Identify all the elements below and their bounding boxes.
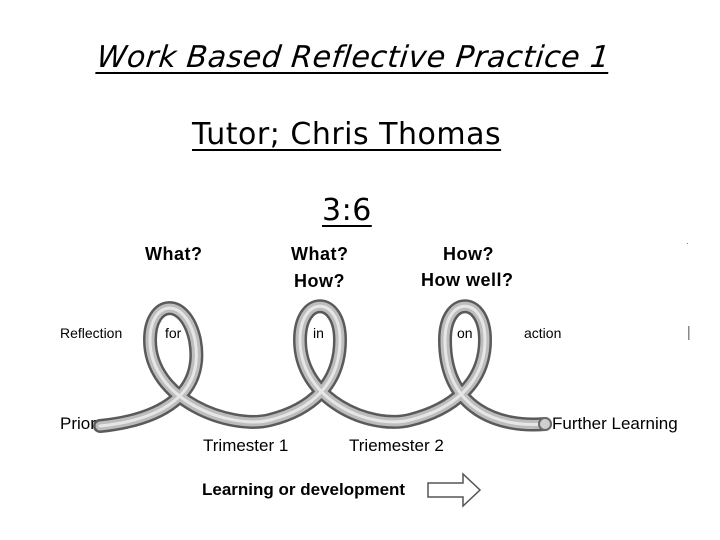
spiral-end-cap: [539, 418, 551, 430]
edge-mark: [688, 326, 690, 340]
label-on: on: [457, 325, 473, 341]
label-trimester-2: Triemester 2: [349, 436, 444, 456]
label-action: action: [524, 325, 561, 341]
question-what-2: What?: [291, 244, 348, 265]
question-how-well: How well?: [421, 270, 514, 291]
label-prior: Prior: [60, 414, 96, 434]
question-how-3: How?: [443, 244, 494, 265]
label-learning-or-development: Learning or development: [202, 480, 405, 500]
development-arrow: [428, 474, 480, 506]
label-for: for: [165, 325, 181, 341]
label-in: in: [313, 325, 324, 341]
edge-dot: [687, 243, 688, 244]
question-how-2: How?: [294, 271, 345, 292]
label-trimester-1: Trimester 1: [203, 436, 288, 456]
label-further-learning: Further Learning: [552, 414, 678, 434]
label-reflection: Reflection: [60, 325, 122, 341]
question-what-1: What?: [145, 244, 202, 265]
